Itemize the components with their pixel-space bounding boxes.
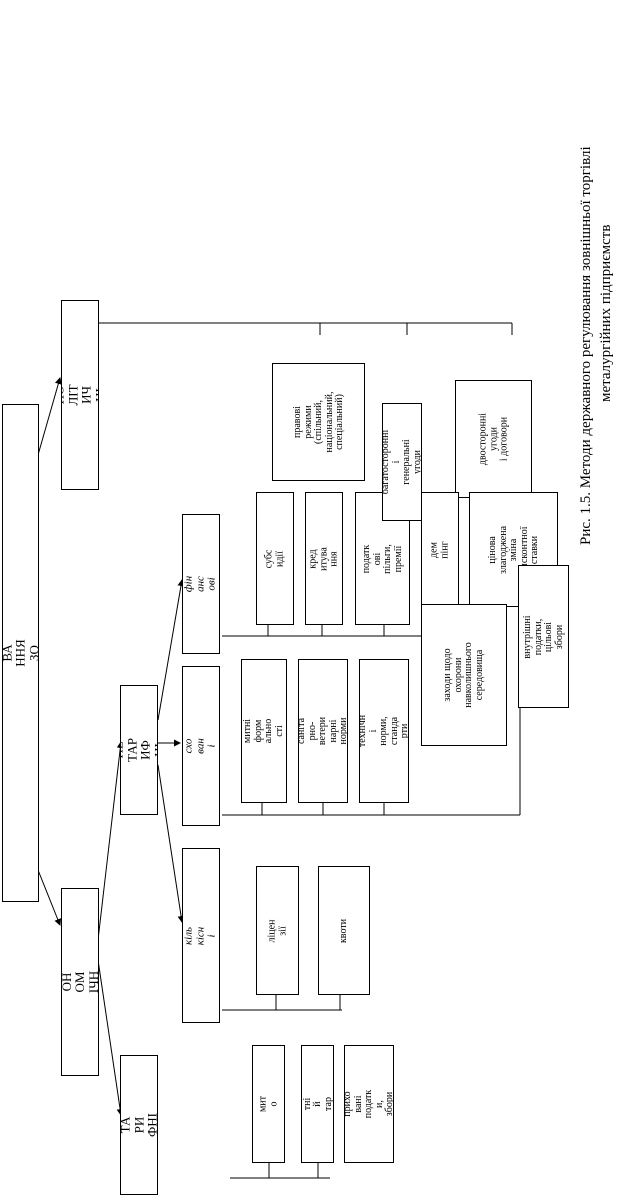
environment-label: заходи щодо охорони навколишнього середо… <box>442 642 485 708</box>
multilateral-agreements-box: багатосторонні і генеральні угоди <box>382 403 422 521</box>
customs-tariff-label: ми тні й тар иф <box>301 1097 333 1111</box>
tariff-methods-box: ТА РИ ФНІ <box>120 1055 158 1195</box>
technical-standards-box: технічн і норми, станда рти <box>359 659 409 803</box>
regulation-methods-label: МЕ ТО ДИ РЕ ГУ ЛЮ ВА ННЯ ЗО ВНІ ШН ЬОЇ Т… <box>2 639 39 667</box>
customs-formalities-box: митні форм ально сті <box>241 659 287 803</box>
dumping-box: дем пінг <box>421 492 459 607</box>
quotas-label: квоти <box>337 918 349 943</box>
figure-caption: Рис. 1.5. Методи державного регулювання … <box>578 146 594 545</box>
hidden-box: схо ван і <box>182 666 220 826</box>
nontariff-methods-label: НЕ ТАР ИФ НІ <box>120 738 158 762</box>
multilateral-agreements-label: багатосторонні і генеральні угоди <box>382 429 422 495</box>
financial-label: фін анс ові <box>182 575 218 593</box>
economic-methods-box: ЕК ОН ОМ ІЧН І <box>61 888 99 1076</box>
political-methods-label: ПО ЛІТ ИЧ НІ <box>61 384 99 406</box>
quantitative-box: кіль кісн і <box>182 848 220 1023</box>
quantitative-label: кіль кісн і <box>182 926 218 945</box>
duty-label: мит о <box>257 1095 279 1113</box>
subsidies-box: субс идії <box>256 492 294 625</box>
environment-box: заходи щодо охорони навколишнього середо… <box>421 604 507 746</box>
discount-rate-box: цінова злагоджена змiна дисконтної ставк… <box>469 492 558 607</box>
legal-regimes-label: правові режими (спільний, національний, … <box>291 391 345 453</box>
tariff-methods-label: ТА РИ ФНІ <box>120 1113 158 1137</box>
sanitary-norms-label: саніта рно- ветери нарні норми <box>298 716 348 746</box>
internal-taxes-label: внутрішні податки, цільові збори <box>521 614 565 659</box>
economic-methods-label: ЕК ОН ОМ ІЧН І <box>61 970 99 994</box>
crediting-box: кред итува ння <box>305 492 343 625</box>
duty-box: мит о <box>252 1045 285 1163</box>
figure-caption-line2: металургійних підприємств <box>598 224 614 402</box>
quotas-box: квоти <box>318 866 370 995</box>
customs-tariff-box: ми тні й тар иф <box>301 1045 334 1163</box>
technical-standards-label: технічн і норми, станда рти <box>359 714 409 748</box>
legal-regimes-box: правові режими (спільний, національний, … <box>272 363 365 481</box>
crediting-label: кред итува ння <box>307 546 340 571</box>
hidden-label: схо ван і <box>182 738 218 754</box>
dumping-label: дем пінг <box>428 540 451 559</box>
tax-benefits-label: податк ові пільги, премії <box>360 543 404 574</box>
hidden-taxes-box: прихо вані податк и, збори <box>344 1045 394 1163</box>
customs-formalities-label: митні форм ально сті <box>242 718 285 744</box>
sanitary-norms-box: саніта рно- ветери нарні норми <box>298 659 348 803</box>
bilateral-agreements-box: двосторонні угоди і договори <box>455 380 532 498</box>
nontariff-methods-box: НЕ ТАР ИФ НІ <box>120 685 158 815</box>
licenses-label: ліцен зії <box>266 919 288 942</box>
hidden-taxes-label: прихо вані податк и, збори <box>344 1089 394 1119</box>
bilateral-agreements-label: двосторонні угоди і договори <box>476 412 509 466</box>
financial-box: фін анс ові <box>182 514 220 654</box>
internal-taxes-box: внутрішні податки, цільові збори <box>518 565 569 708</box>
political-methods-box: ПО ЛІТ ИЧ НІ <box>61 300 99 490</box>
subsidies-label: субс идії <box>263 549 286 568</box>
licenses-box: ліцен зії <box>256 866 299 995</box>
regulation-methods-box: МЕ ТО ДИ РЕ ГУ ЛЮ ВА ННЯ ЗО ВНІ ШН ЬОЇ Т… <box>2 404 39 902</box>
